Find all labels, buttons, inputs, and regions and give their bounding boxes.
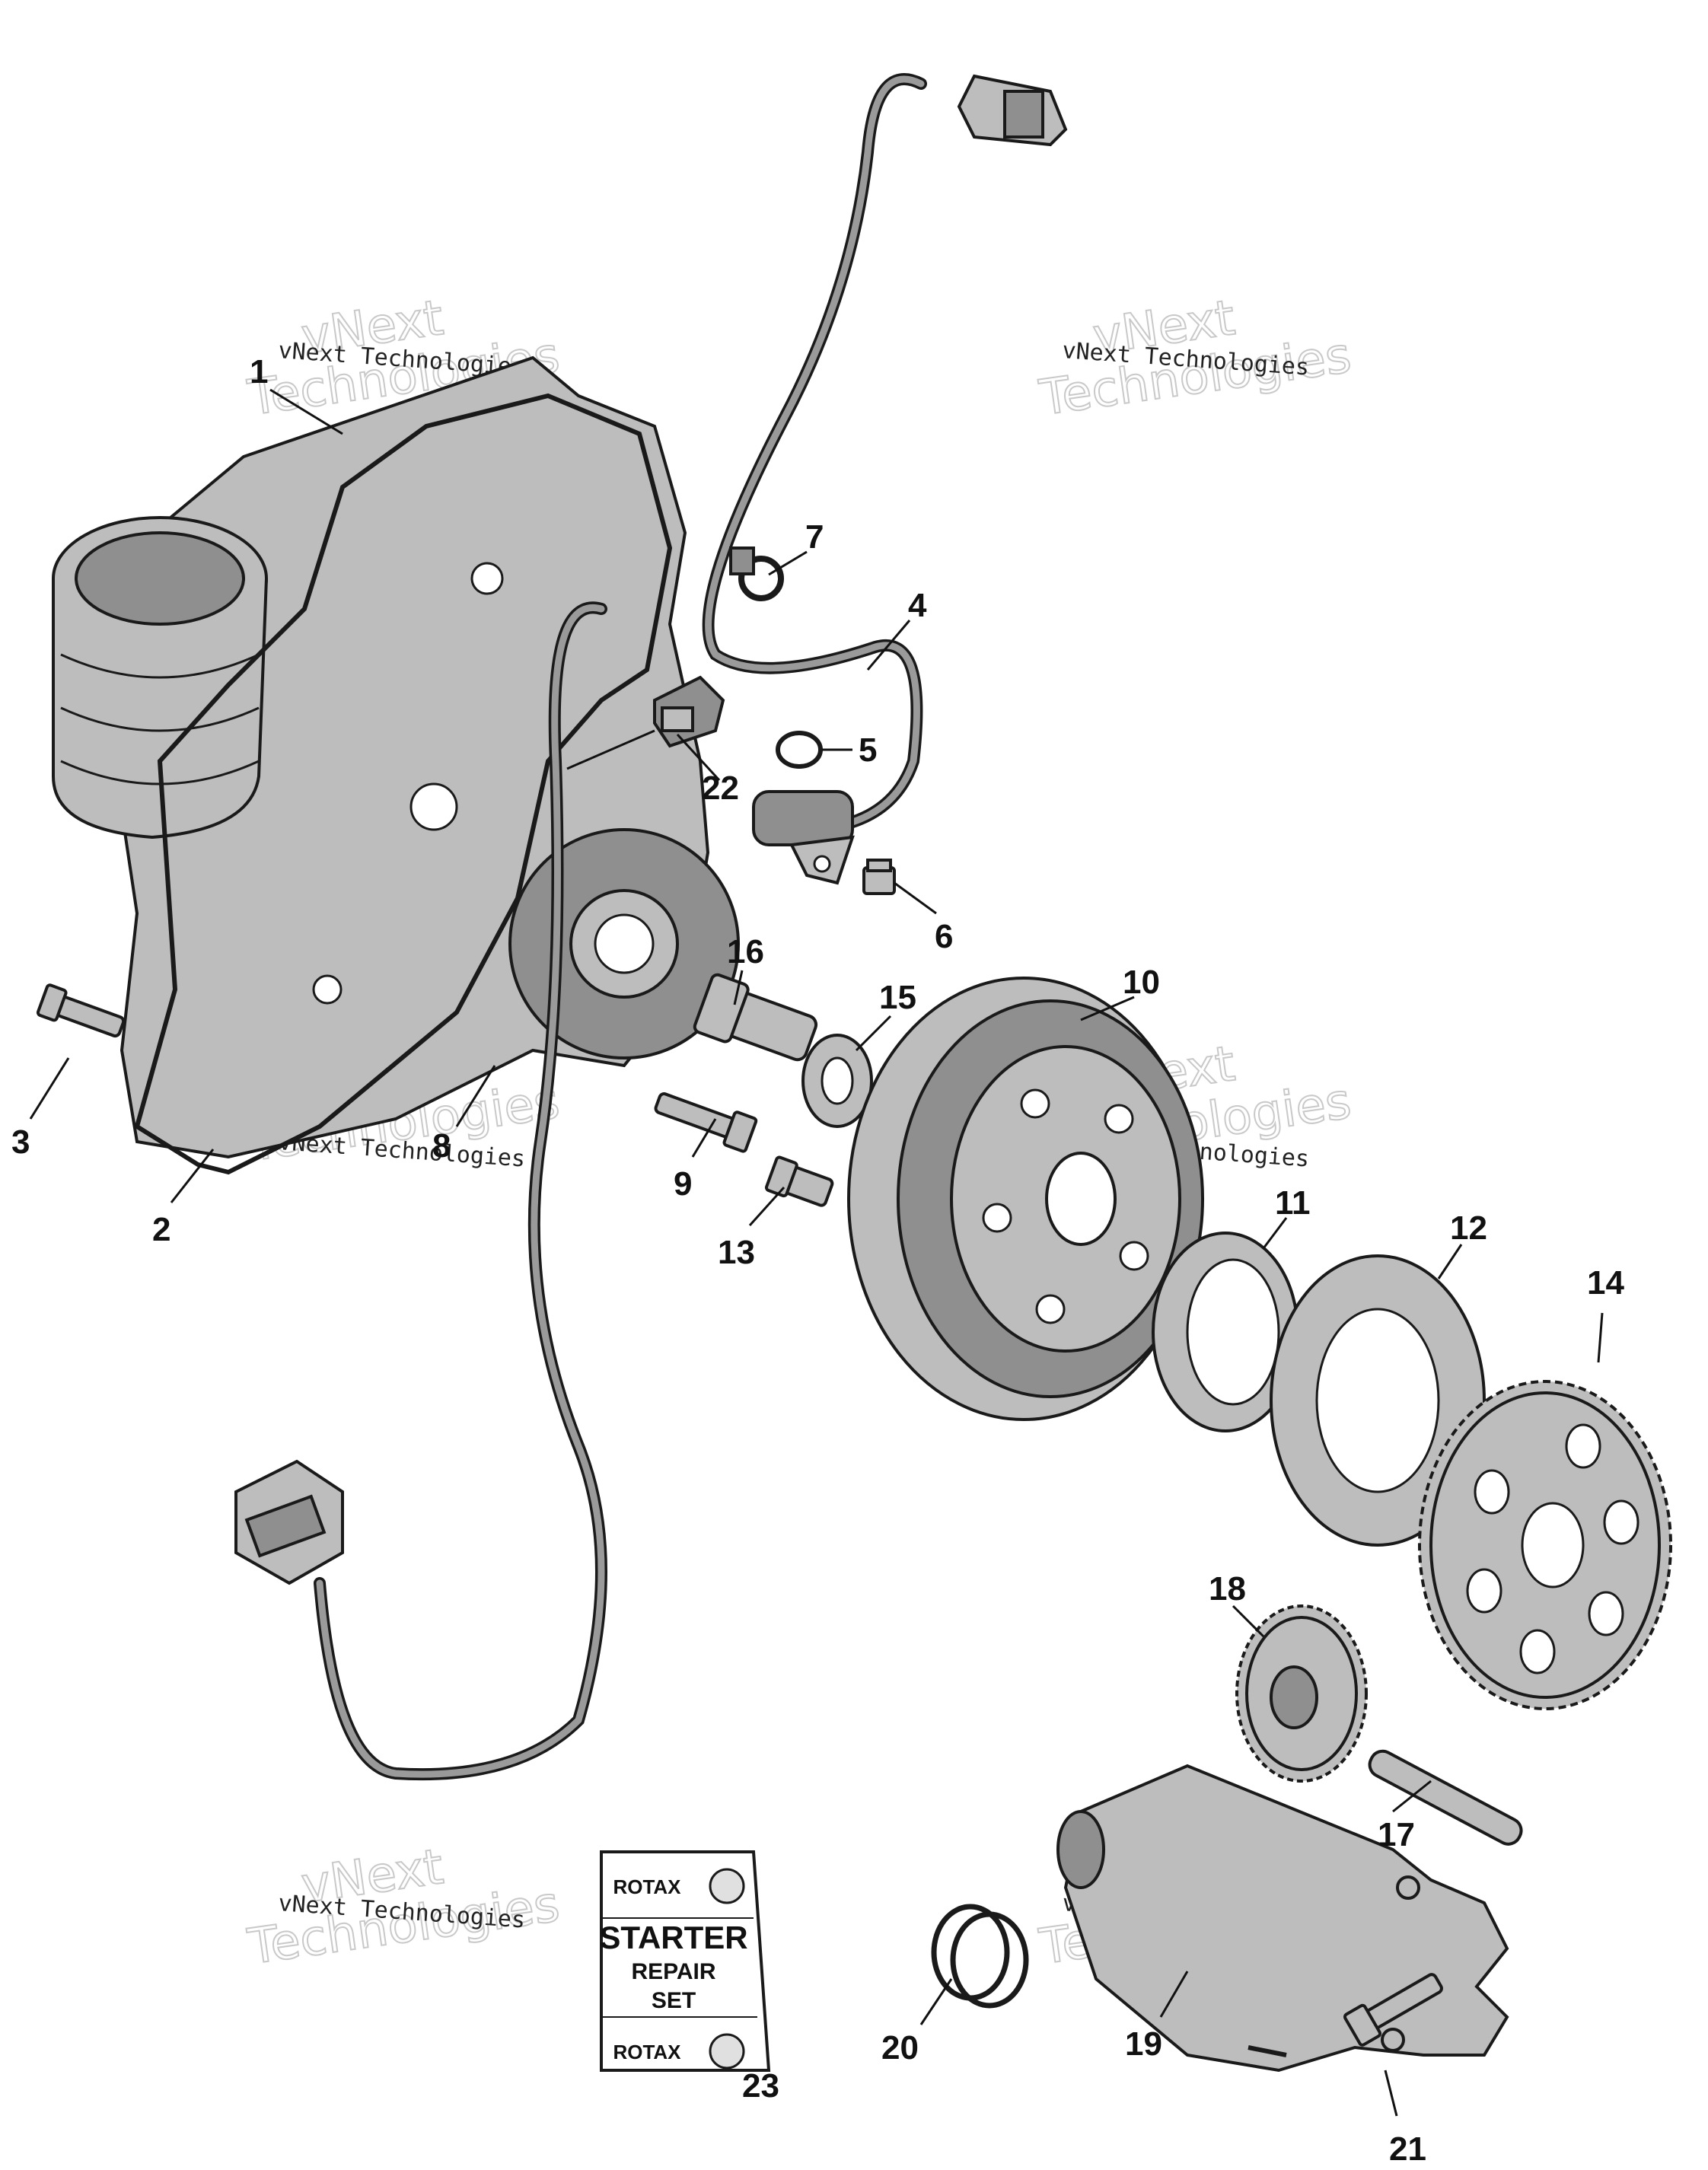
callout-4: 4 — [908, 587, 927, 624]
cover-bolt-3 — [36, 983, 126, 1038]
starter-gear-14 — [1418, 1380, 1672, 1710]
callout-22: 22 — [702, 770, 739, 807]
bearing-ring-11 — [1152, 1232, 1299, 1432]
starter-o-rings — [931, 1904, 1029, 2009]
gear-pin-17 — [1368, 1749, 1523, 1846]
flywheel-rotor — [847, 977, 1204, 1421]
crankshaft-sensor-wire — [702, 73, 1068, 828]
sensor-screw — [862, 859, 896, 895]
cover-gasket — [134, 393, 673, 1175]
bolt-9 — [654, 1092, 758, 1153]
kit-brand-bottom: ROTAX — [613, 2041, 681, 2063]
callout-15: 15 — [879, 979, 916, 1016]
callout-5: 5 — [859, 731, 877, 769]
callout-11: 11 — [1275, 1184, 1311, 1222]
callout-20: 20 — [881, 2029, 919, 2066]
magneto-cover-housing — [52, 355, 740, 1159]
callout-9: 9 — [674, 1165, 692, 1203]
starter-bolt-21 — [1343, 1973, 1443, 2047]
callout-14: 14 — [1587, 1264, 1624, 1302]
stator-wiring-harness — [234, 601, 607, 1781]
kit-line-3: SET — [652, 1988, 696, 2013]
brp-logo-icon — [709, 1868, 745, 1904]
callout-1: 1 — [250, 353, 268, 390]
starter-repair-set-card: ROTAX STARTER REPAIR SET ROTAX — [599, 1850, 771, 2072]
crankshaft-position-sensor — [752, 790, 855, 885]
callout-6: 6 — [935, 918, 953, 955]
sensor-o-ring — [776, 731, 823, 769]
callout-labels: 1 2 3 4 5 6 7 8 9 10 11 12 13 14 15 16 1… — [11, 353, 1624, 2168]
kit-title: STARTER — [599, 1920, 747, 1955]
callout-23: 23 — [742, 2067, 779, 2105]
leader-lines — [29, 388, 1604, 2117]
harness-connector-22 — [653, 675, 725, 748]
kit-line-2: REPAIR — [631, 1959, 715, 1984]
callout-17: 17 — [1378, 1816, 1415, 1853]
electric-starter-motor — [1056, 1764, 1509, 2073]
callout-18: 18 — [1209, 1570, 1246, 1608]
callout-12: 12 — [1450, 1209, 1487, 1247]
kit-brand-top: ROTAX — [613, 1875, 681, 1898]
wire-clip — [729, 546, 784, 601]
callout-10: 10 — [1123, 964, 1160, 1001]
callout-16: 16 — [727, 933, 764, 970]
spacer-16 — [693, 973, 818, 1062]
idler-gear-18 — [1235, 1604, 1368, 1783]
callout-19: 19 — [1125, 2025, 1162, 2063]
callout-13: 13 — [718, 1234, 755, 1271]
callout-7: 7 — [805, 518, 824, 556]
callout-8: 8 — [432, 1127, 451, 1165]
washer-15 — [801, 1034, 873, 1128]
callout-3: 3 — [11, 1123, 30, 1161]
callout-21: 21 — [1389, 2130, 1426, 2168]
screw-13 — [764, 1155, 834, 1207]
brp-logo-icon — [709, 2033, 745, 2070]
callout-2: 2 — [152, 1211, 170, 1248]
